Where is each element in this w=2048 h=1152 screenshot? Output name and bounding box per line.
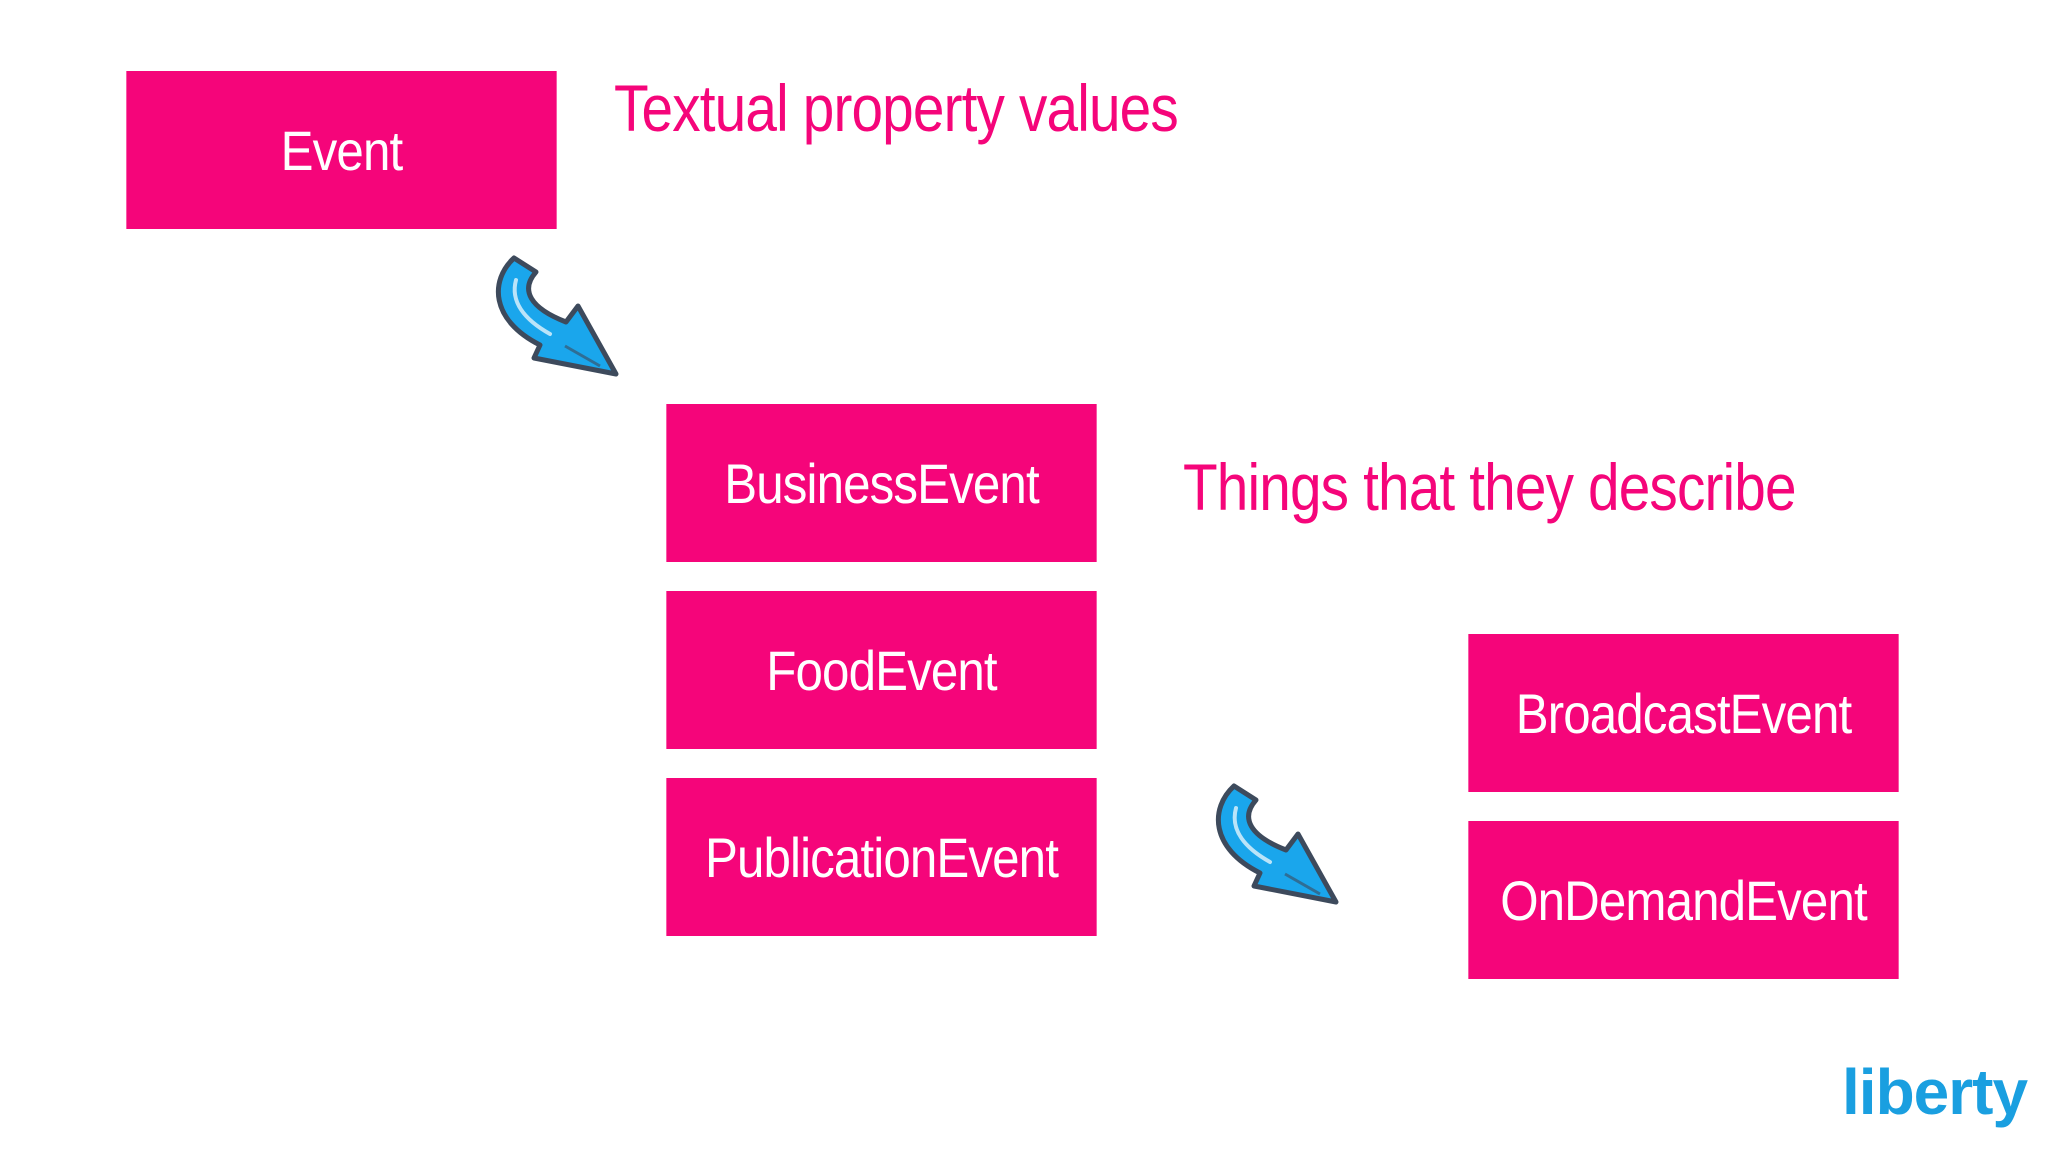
curved-arrow-icon	[1215, 783, 1339, 905]
box-business-event-label: BusinessEvent	[724, 451, 1039, 515]
label-textual-property-values: Textual property values	[614, 71, 1179, 145]
box-event: Event	[126, 71, 557, 229]
box-business-event: BusinessEvent	[666, 404, 1097, 562]
box-event-label: Event	[280, 118, 404, 182]
box-broadcast-event-label: BroadcastEvent	[1515, 681, 1852, 745]
box-publication-event: PublicationEvent	[666, 778, 1097, 936]
box-ondemand-event: OnDemandEvent	[1468, 821, 1899, 979]
box-food-event: FoodEvent	[666, 591, 1097, 749]
box-broadcast-event: BroadcastEvent	[1468, 634, 1899, 792]
box-ondemand-event-label: OnDemandEvent	[1500, 868, 1867, 932]
box-food-event-label: FoodEvent	[766, 638, 997, 702]
curved-arrow-icon	[495, 255, 619, 377]
label-things-they-describe: Things that they describe	[1183, 450, 1797, 524]
liberty-logo: liberty	[1842, 1056, 2028, 1128]
box-publication-event-label: PublicationEvent	[704, 825, 1059, 889]
